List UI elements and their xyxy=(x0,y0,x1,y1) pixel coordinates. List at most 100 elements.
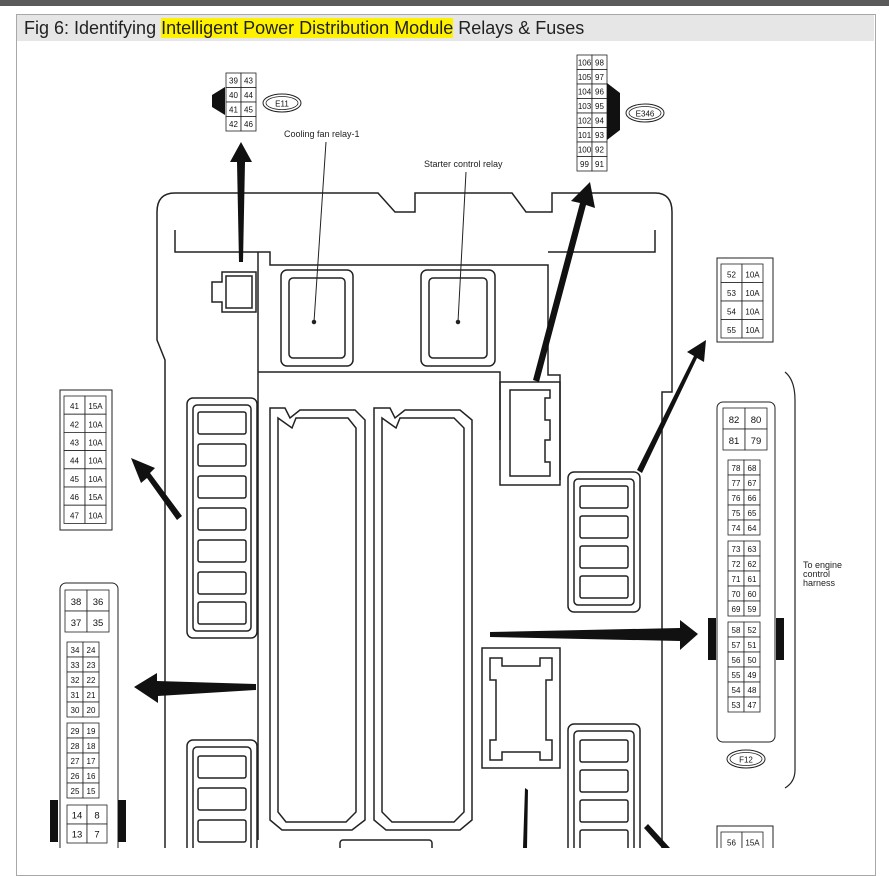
fuse-left-cell: 43 xyxy=(70,439,79,448)
fuse-left-cell: 10A xyxy=(88,420,103,429)
f12-group-cell: 74 xyxy=(732,524,741,533)
f12-group-cell: 53 xyxy=(732,701,741,710)
e11-label: E11 xyxy=(275,100,289,109)
starter-control-relay xyxy=(420,269,496,367)
figure-caption: Fig 6: Identifying Intelligent Power Dis… xyxy=(17,15,874,41)
arrow-right-top xyxy=(637,340,706,473)
e346-cell: 100 xyxy=(578,145,592,154)
e346-cell: 98 xyxy=(595,58,604,67)
caption-highlight: Intelligent Power Distribution Module xyxy=(161,18,454,38)
arrow-e346 xyxy=(533,182,595,382)
left-lower-group-cell: 17 xyxy=(87,757,96,766)
fuse-right-top-cell: 10A xyxy=(745,326,760,335)
caption-suffix: Relays & Fuses xyxy=(453,18,585,38)
e11-cell: 46 xyxy=(244,120,253,129)
f12-group-cell: 57 xyxy=(732,641,741,650)
label-engine-harness-1: To engine xyxy=(803,560,842,570)
left-lower-group-cell: 13 xyxy=(72,830,83,841)
ipdm-inner-frame xyxy=(174,230,656,840)
right-fuse-block xyxy=(567,471,641,613)
e346-cell: 105 xyxy=(578,73,592,82)
left-lower-large-cell: 38 xyxy=(71,597,82,608)
fuse-right-bottom-cell: 56 xyxy=(727,838,736,847)
central-module-left xyxy=(269,407,366,831)
f12-group-cell: 52 xyxy=(748,626,757,635)
f12-group-cell: 68 xyxy=(748,464,757,473)
fuse-left-cell: 10A xyxy=(88,439,103,448)
left-lower-group-cell: 26 xyxy=(71,772,80,781)
e11-cell: 43 xyxy=(244,76,253,85)
f12-group-cell: 60 xyxy=(748,590,757,599)
left-lower-group-cell: 19 xyxy=(87,727,96,736)
fuse-left-cell: 10A xyxy=(88,475,103,484)
left-lower-group-cell: 30 xyxy=(71,706,80,715)
label-cooling-fan-relay: Cooling fan relay-1 xyxy=(284,129,360,139)
fuse-right-top-cell: 52 xyxy=(727,270,736,279)
relay-socket-small xyxy=(481,647,561,769)
left-lower-group-cell: 8 xyxy=(94,811,99,822)
arrows xyxy=(131,142,706,848)
e346-cell: 102 xyxy=(578,116,592,125)
left-lower-group-cell: 18 xyxy=(87,742,96,751)
fuse-left-cell: 44 xyxy=(70,457,79,466)
fuse-left-cell: 15A xyxy=(88,402,103,411)
fuse-right-top-cell: 53 xyxy=(727,289,736,298)
fuse-right-top-cell: 10A xyxy=(745,307,760,316)
fuse-left-cell: 10A xyxy=(88,457,103,466)
f12-group-cell: 72 xyxy=(732,560,741,569)
e346-cell: 91 xyxy=(595,160,604,169)
left-lower-group-cell: 21 xyxy=(87,691,96,700)
left-lower-group-cell: 28 xyxy=(71,742,80,751)
fuse-left-cell: 41 xyxy=(70,402,79,411)
left-lower-group-cell: 14 xyxy=(72,811,83,822)
window-top-bar xyxy=(0,0,889,6)
f12-group-cell: 55 xyxy=(732,671,741,680)
left-lower-group-cell: 33 xyxy=(71,661,80,670)
f12-large-cell: 82 xyxy=(729,415,740,426)
left-lower-group-cell: 25 xyxy=(71,787,80,796)
label-engine-harness-3: harness xyxy=(803,578,836,588)
f12-group-cell: 48 xyxy=(748,686,757,695)
f12-large-cell: 80 xyxy=(751,415,762,426)
e11-cell: 44 xyxy=(244,91,253,100)
f12-group-cell: 71 xyxy=(732,575,741,584)
f12-group-cell: 59 xyxy=(748,605,757,614)
arrow-e11 xyxy=(230,142,252,262)
e11-cell: 45 xyxy=(244,105,253,114)
right-lower-fuse-block xyxy=(567,723,641,848)
left-lower-group-cell: 23 xyxy=(87,661,96,670)
f12-group-cell: 62 xyxy=(748,560,757,569)
f12-group-cell: 77 xyxy=(732,479,741,488)
f12-group-cell: 66 xyxy=(748,494,757,503)
e11-cell: 40 xyxy=(229,91,238,100)
left-lower-group-cell: 15 xyxy=(87,787,96,796)
fuse-right-bottom-cell: 15A xyxy=(745,838,760,847)
e346-cell: 93 xyxy=(595,131,604,140)
label-engine-harness-2: control xyxy=(803,569,830,579)
left-lower-large-cell: 37 xyxy=(71,618,82,629)
e346-cell: 95 xyxy=(595,102,604,111)
f12-group-cell: 51 xyxy=(748,641,757,650)
f12-group-cell: 58 xyxy=(732,626,741,635)
fuse-right-top-cell: 10A xyxy=(745,270,760,279)
left-lower-group-cell: 27 xyxy=(71,757,80,766)
ipdm-housing xyxy=(156,192,673,848)
fuse-right-top-cell: 10A xyxy=(745,289,760,298)
f12-group-cell: 61 xyxy=(748,575,757,584)
left-lower-group-cell: 20 xyxy=(87,706,96,715)
e346-cell: 103 xyxy=(578,102,592,111)
e346-socket xyxy=(499,381,561,486)
left-lower-group-cell: 32 xyxy=(71,676,80,685)
left-lower-large-cell: 36 xyxy=(93,597,104,608)
caption-prefix: Fig 6: Identifying xyxy=(24,18,162,38)
arrow-left-top xyxy=(131,458,182,520)
arrow-bottom-mid xyxy=(523,788,528,848)
e346-label: E346 xyxy=(636,110,655,119)
arrow-left xyxy=(134,673,256,703)
e346-cell: 96 xyxy=(595,87,604,96)
fuse-left-cell: 42 xyxy=(70,420,79,429)
f12-group-cell: 49 xyxy=(748,671,757,680)
e346-cell: 97 xyxy=(595,73,604,82)
